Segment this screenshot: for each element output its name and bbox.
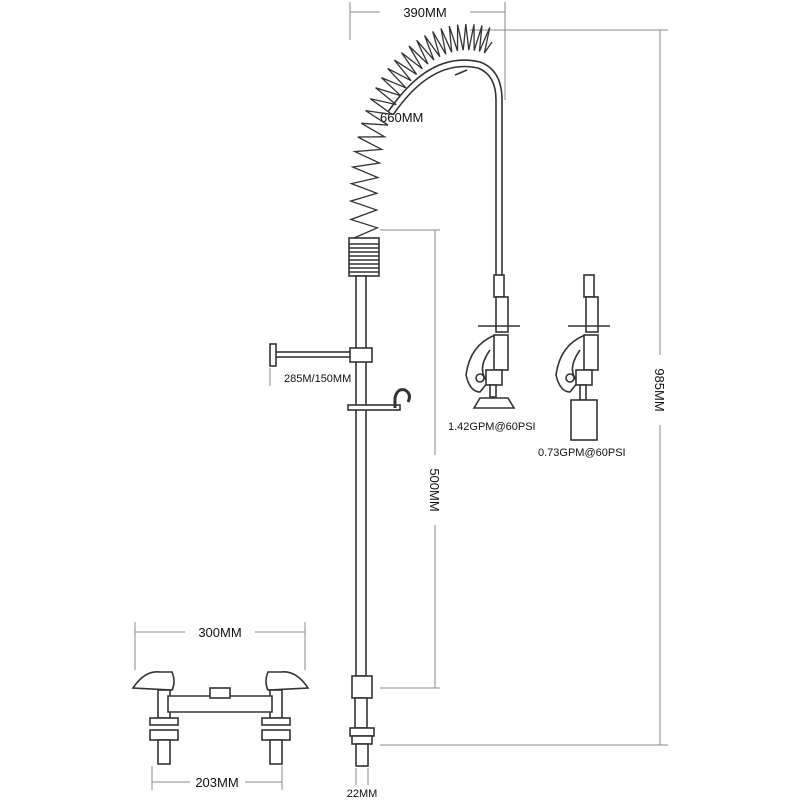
dimension-total-height: 985MM bbox=[380, 29, 668, 746]
dimension-riser-height: 500MM bbox=[380, 229, 442, 689]
spray-valve-2: 0.73GPM@60PSI bbox=[538, 274, 626, 459]
hose bbox=[387, 59, 503, 280]
spray-valve-2-flow: 0.73GPM@60PSI bbox=[538, 447, 626, 459]
spray-valve-1: 1.42GPM@60PSI bbox=[448, 274, 536, 433]
arm-length-label: 285M/150MM bbox=[284, 373, 351, 385]
inlet-spacing-label: 203MM bbox=[195, 775, 238, 790]
dimension-top-width: 390MM bbox=[349, 2, 506, 100]
riser-height-label: 500MM bbox=[427, 468, 442, 511]
riser-pipe bbox=[355, 275, 367, 677]
inlet-diameter-label: 22MM bbox=[347, 788, 378, 800]
top-width-label: 390MM bbox=[403, 5, 446, 20]
spray-valve-1-flow: 1.42GPM@60PSI bbox=[448, 421, 536, 433]
total-height-label: 985MM bbox=[652, 368, 667, 411]
spring-coil bbox=[348, 24, 493, 240]
hose-length-label: 660MM bbox=[380, 110, 423, 125]
faucet-arm: 285M/150MM bbox=[269, 343, 373, 386]
deck-mount-body: 300MM 203MM bbox=[131, 622, 310, 790]
spray-hook bbox=[347, 388, 411, 411]
riser-base: 22MM bbox=[347, 675, 378, 800]
base-width-label: 300MM bbox=[198, 625, 241, 640]
